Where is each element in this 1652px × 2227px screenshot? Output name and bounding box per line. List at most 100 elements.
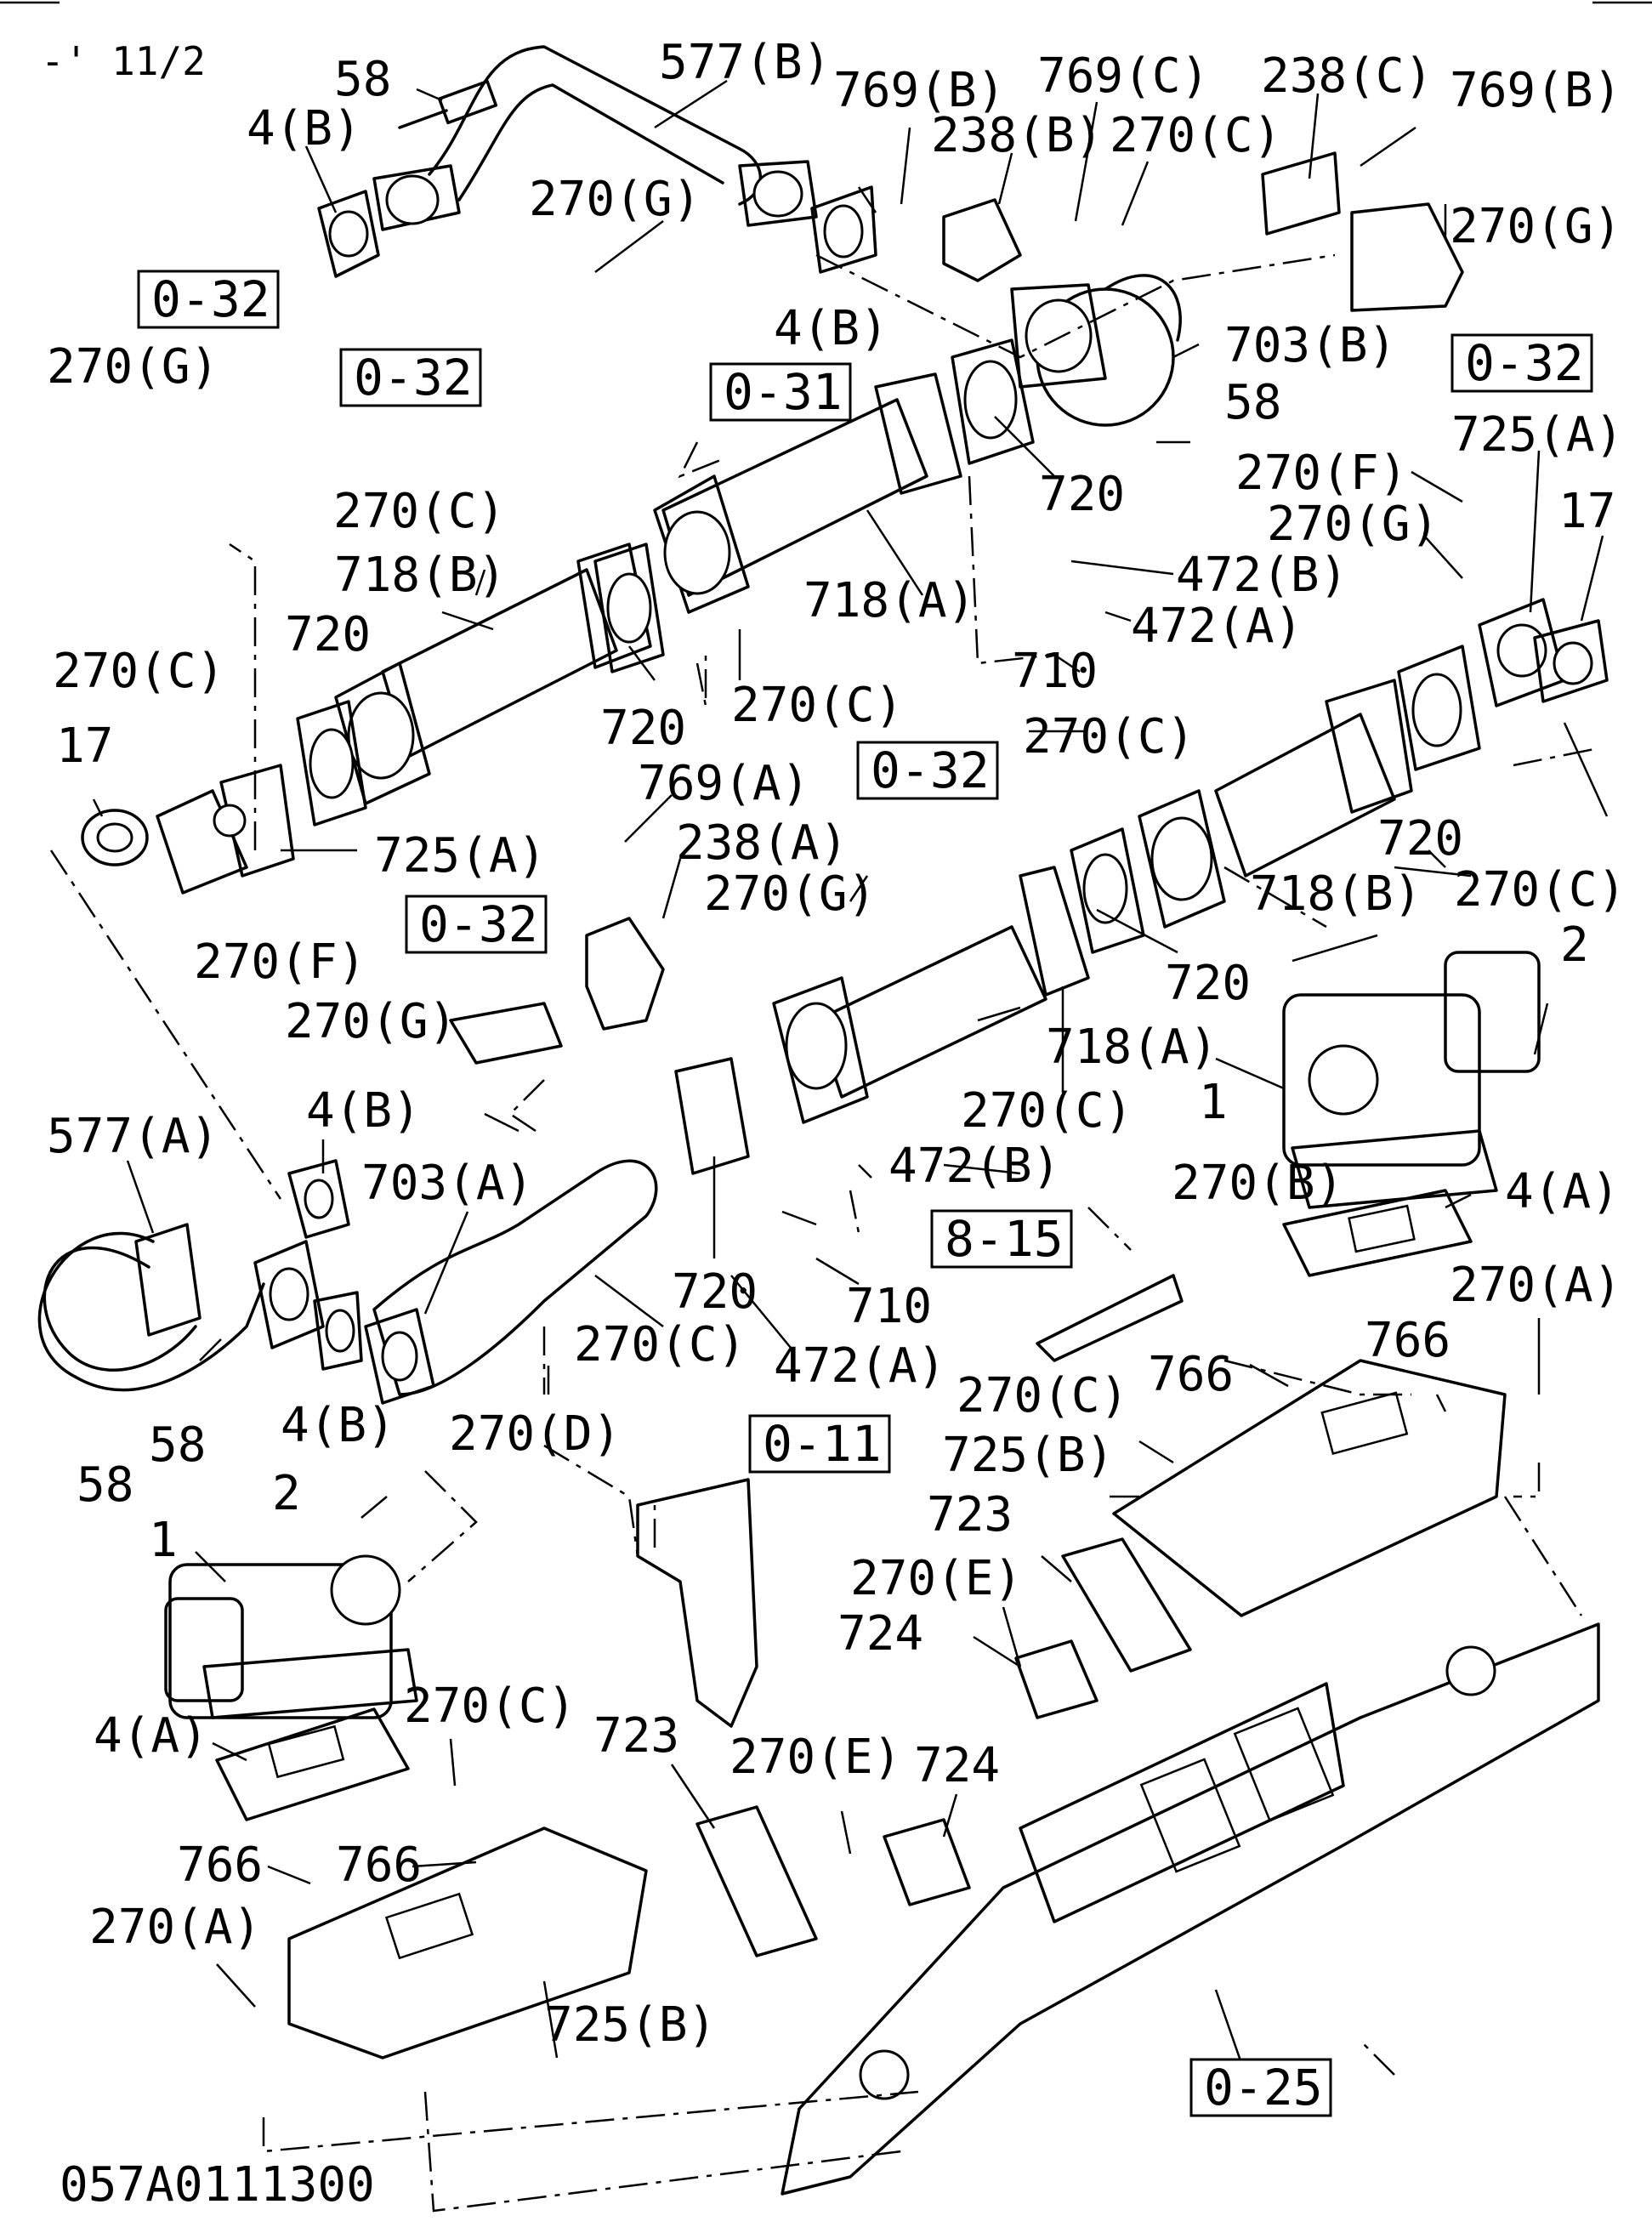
label-577a: 577(A) [47, 1109, 219, 1164]
label-17: 17 [56, 719, 113, 774]
cooler-tube-718a-lower [772, 866, 1090, 1124]
cooler-tube-718b-left [334, 543, 652, 805]
label-270e: 270(E) [729, 1730, 901, 1785]
label-270c: 270(C) [1110, 108, 1281, 163]
label-270c: 270(C) [53, 644, 224, 699]
pipe-577a [37, 1223, 325, 1392]
label-270c: 270(C) [961, 1083, 1133, 1139]
label-723: 723 [593, 1708, 679, 1764]
ref-box-8-15: 8-15 [930, 1209, 1073, 1269]
label-270g: 270(G) [285, 994, 457, 1049]
label-725b: 725(B) [942, 1428, 1114, 1483]
cooler-tube-718a-top [653, 372, 962, 614]
bolt-58-top [398, 79, 498, 129]
label-270d: 270(D) [449, 1406, 621, 1462]
label-270c: 270(C) [333, 484, 505, 539]
svg-text:0-32: 0-32 [151, 270, 270, 328]
gasket-4b-bottom [313, 1291, 363, 1371]
bracket-238b [942, 198, 1022, 282]
intake-manifold-0-25 [781, 1622, 1600, 2196]
label-58: 58 [334, 52, 391, 107]
svg-text:0-32: 0-32 [871, 741, 990, 799]
label-270a: 270(A) [1450, 1258, 1621, 1313]
ref-box-0-25: 0-25 [1189, 2058, 1332, 2117]
housing-725a-left [156, 764, 295, 895]
label-720: 720 [1039, 467, 1125, 522]
label-238b: 238(B) [931, 108, 1103, 163]
label-472b: 472(B) [1176, 548, 1348, 603]
label-720: 720 [1165, 956, 1251, 1011]
label-17: 17 [1558, 484, 1615, 539]
gasket-17-right [1533, 619, 1609, 703]
label-769b: 769(B) [833, 63, 1005, 118]
label-472b: 472(B) [888, 1139, 1060, 1194]
bracket-0-11 [636, 1478, 758, 1728]
part-labels: 58 4(B) 577(B) 769(B) 769(C) 238(C) 769(… [47, 35, 1626, 2053]
label-723: 723 [927, 1487, 1013, 1542]
cooler-tube-718b-right [1138, 679, 1413, 929]
label-1: 1 [1199, 1075, 1228, 1130]
ref-box-0-32-d: 0-32 [856, 741, 999, 800]
gasket-17-left [81, 809, 149, 866]
svg-text:0-31: 0-31 [724, 363, 843, 421]
label-472a: 472(A) [1131, 599, 1303, 654]
ref-box-0-11: 0-11 [748, 1414, 891, 1474]
label-720: 720 [600, 701, 686, 756]
manifold-725b-right [1112, 1359, 1507, 1617]
svg-text:0-32: 0-32 [419, 895, 538, 953]
assembly-lines [49, 253, 1599, 2213]
svg-text:0-32: 0-32 [1465, 334, 1584, 392]
drawing-code: 057A0111300 [60, 2157, 375, 2213]
label-766: 766 [177, 1838, 263, 1893]
label-238c: 238(C) [1261, 48, 1433, 104]
label-766: 766 [1148, 1347, 1234, 1402]
label-710: 710 [846, 1279, 932, 1334]
label-4b: 4(B) [306, 1083, 421, 1139]
gasket-4b-mid [810, 185, 877, 274]
ref-box-0-31: 0-31 [709, 362, 852, 422]
label-270g: 270(G) [704, 866, 876, 922]
label-725b: 725(B) [544, 1997, 716, 2053]
label-724: 724 [837, 1606, 923, 1662]
svg-text:0-32: 0-32 [354, 349, 473, 406]
leader-lines [92, 79, 1609, 2088]
label-270c: 270(C) [404, 1679, 576, 1734]
label-2: 2 [272, 1466, 301, 1521]
pipe-577b [372, 45, 818, 231]
label-4b: 4(B) [774, 301, 888, 356]
gasket-4b-lower [287, 1159, 350, 1239]
reed-724-bottom [883, 1818, 971, 1906]
label-710: 710 [1012, 644, 1098, 699]
gasket-720-left [296, 700, 367, 827]
label-238a: 238(A) [676, 815, 848, 871]
label-58: 58 [149, 1417, 206, 1473]
label-58: 58 [77, 1457, 133, 1513]
label-769b: 769(B) [1450, 63, 1621, 118]
bracket-238a [585, 917, 665, 1031]
bracket-upper-right [1350, 202, 1464, 312]
gasket-720-lower [674, 1057, 750, 1175]
svg-text:8-15: 8-15 [945, 1210, 1064, 1268]
label-270g: 270(G) [529, 172, 701, 227]
label-769a: 769(A) [638, 756, 809, 811]
label-270b: 270(B) [1172, 1156, 1343, 1211]
label-58: 58 [1224, 375, 1281, 430]
ref-box-0-32-c: 0-32 [1450, 333, 1593, 393]
housing-703a [364, 1159, 658, 1405]
label-270a: 270(A) [89, 1900, 261, 1955]
label-720: 720 [1377, 811, 1463, 866]
svg-text:0-11: 0-11 [763, 1415, 882, 1473]
label-2: 2 [1560, 918, 1589, 973]
gasket-720-right [1397, 645, 1481, 771]
label-718b: 718(B) [334, 548, 506, 603]
label-4b: 4(B) [281, 1398, 395, 1453]
label-703a: 703(A) [361, 1156, 533, 1211]
label-270e: 270(E) [850, 1551, 1022, 1606]
bracket-238c [1261, 151, 1341, 236]
label-270c: 270(C) [731, 678, 903, 733]
gasket-723-bottom [695, 1805, 818, 1957]
label-724: 724 [914, 1738, 1000, 1793]
label-270c: 270(C) [1023, 709, 1195, 764]
label-766: 766 [1365, 1313, 1450, 1368]
